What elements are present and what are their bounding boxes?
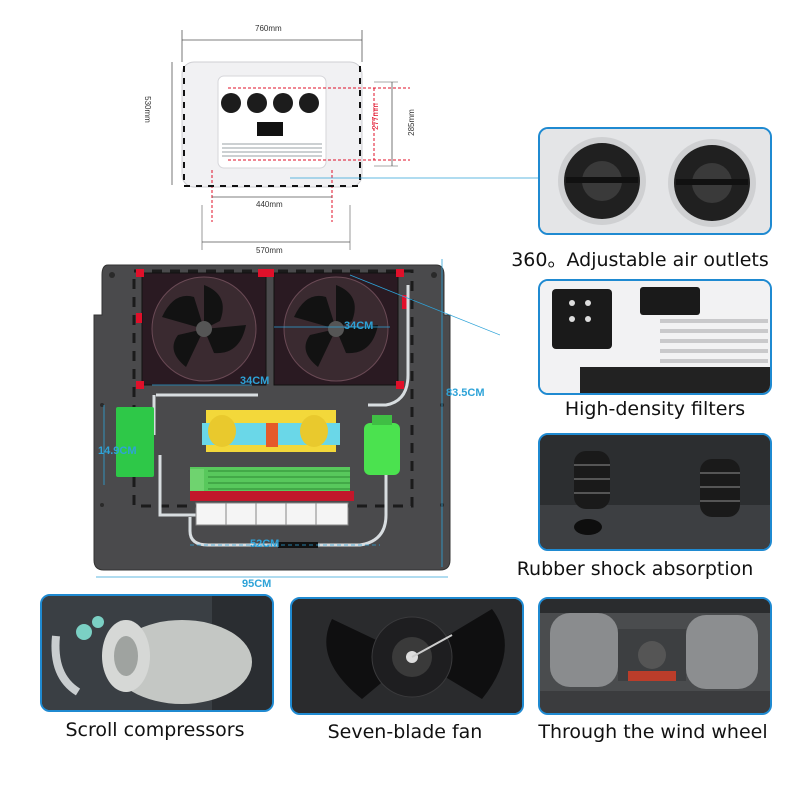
shock-caption: Rubber shock absorption — [516, 558, 754, 580]
air-outlet-caption: 360。Adjustable air outlets — [511, 249, 769, 271]
wind-wheel-caption: Through the wind wheel — [538, 721, 768, 743]
air-outlet-panel — [538, 127, 772, 235]
fan-width-right-label: 34CM — [344, 320, 374, 332]
tank-width-label: 14.9CM — [98, 445, 137, 457]
compressor-icon — [42, 596, 272, 710]
base-height-label: 83.5CM — [446, 387, 485, 399]
depth-530-label: 530mm — [142, 96, 152, 123]
leader-line-outlets — [290, 177, 540, 179]
top-unit-diagram: 760mm 530mm 277mm 285mm 440mm 570mm — [140, 10, 440, 260]
width-440-label: 440mm — [256, 200, 283, 209]
base-width-label: 95CM — [242, 578, 272, 590]
width-570-label: 570mm — [256, 246, 283, 255]
filter-panel — [538, 279, 772, 395]
fan-icon — [292, 599, 522, 713]
filter-icon — [540, 281, 770, 393]
fan-panel — [290, 597, 524, 715]
compressor-panel — [40, 594, 274, 712]
width-760-label: 760mm — [255, 24, 282, 33]
shock-panel — [538, 433, 772, 551]
pipe-length-label: 52CM — [250, 538, 280, 550]
fan-caption: Seven-blade fan — [327, 721, 483, 743]
air-outlet-icon — [540, 129, 770, 233]
wind-wheel-icon — [540, 599, 770, 713]
height-285-label: 285mm — [406, 109, 416, 136]
fan-width-left-label: 34CM — [240, 375, 270, 387]
filter-caption: High-density filters — [564, 398, 746, 420]
height-277-label: 277mm — [370, 103, 380, 130]
shock-absorber-icon — [540, 435, 770, 549]
internal-layout-diagram: 34CM 34CM 14.9CM 52CM 95CM 83.5CM — [90, 255, 541, 590]
compressor-caption: Scroll compressors — [65, 719, 245, 741]
wind-wheel-panel — [538, 597, 772, 715]
